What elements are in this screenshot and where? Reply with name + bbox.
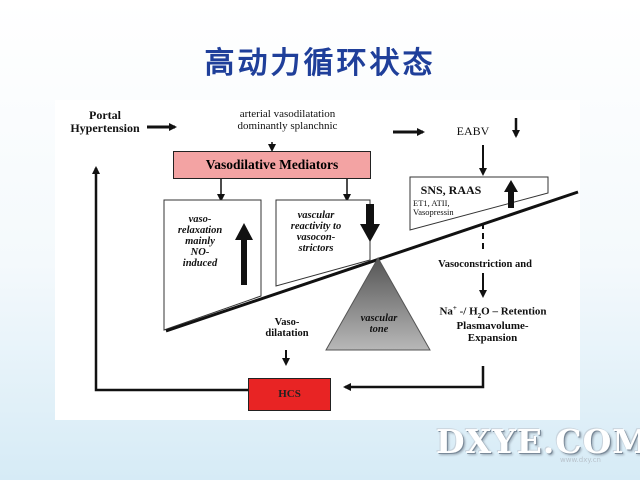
- loop-right: [343, 366, 485, 391]
- balance-beam: [165, 190, 579, 333]
- sns-raas-sublabel: ET1, ATII, Vasopressin: [413, 198, 454, 217]
- loop-left: [92, 166, 248, 392]
- retention-superscript: +: [452, 304, 457, 312]
- vascular-tone-fulcrum: [325, 256, 431, 351]
- retention-prefix: Na: [439, 305, 453, 318]
- retention-subscript: 2: [477, 311, 482, 320]
- arterial-vasodilatation-label: arterial vasodilatation dominantly splan…: [237, 108, 338, 132]
- decrease-arrow: [360, 204, 380, 242]
- vasodilatation-label: Vaso- dilatation: [265, 317, 309, 340]
- pathophysiology-diagram: Portal Hypertension arterial vasodilatat…: [55, 100, 580, 420]
- watermark-url: www.dxy.cn: [560, 456, 601, 464]
- retention-suffix: O – Retention: [481, 305, 547, 318]
- retention-label: Na+ -/ H2O – Retention: [419, 304, 567, 320]
- watermark-logo: DXYE.COM: [436, 422, 640, 461]
- vascular-tone-label: vascular tone: [360, 313, 398, 336]
- vasorelaxation-box: [163, 199, 262, 331]
- vasorelaxation-label: vaso- relaxation mainly NO- induced: [177, 214, 223, 270]
- slide-title: 高动力循环状态: [204, 46, 436, 81]
- vascular-reactivity-label: vascular reactivity to vasocon- strictor…: [290, 210, 342, 255]
- hcs-box: HCS: [248, 378, 331, 411]
- retention-mid: -/ H: [456, 305, 478, 318]
- sns-up-arrow: [504, 180, 518, 208]
- sns-raas-label: SNS, RAAS: [420, 183, 482, 197]
- eabv-label: EABV: [456, 124, 490, 138]
- mediator-branch-lines: [220, 179, 348, 196]
- diagram-lines: [92, 118, 579, 392]
- increase-arrow: [235, 223, 253, 285]
- vasodilative-mediators-box: Vasodilative Mediators: [173, 151, 371, 179]
- vascular-reactivity-box: [275, 199, 371, 287]
- vasoconstriction-label: Vasoconstriction and: [438, 259, 532, 270]
- plasmavolume-label: Plasmavolume- Expansion: [456, 320, 529, 344]
- portal-hypertension-label: Portal Hypertension: [70, 108, 140, 135]
